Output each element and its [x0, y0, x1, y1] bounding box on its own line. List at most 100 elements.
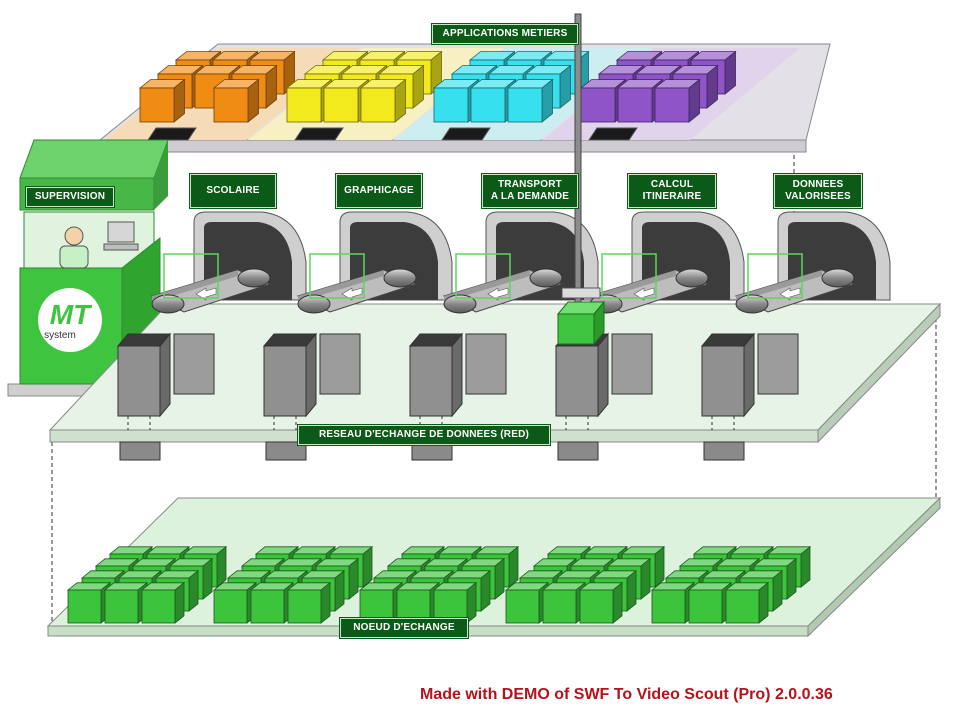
belt-roller [821, 268, 855, 288]
app-cube [212, 78, 260, 123]
application-modules [116, 211, 891, 461]
pillar [701, 345, 745, 417]
shelf-slot [441, 127, 491, 141]
module-label-graphicage: GRAPHICAGE [336, 174, 422, 208]
belt-arrow [341, 287, 363, 301]
node-group-2 [212, 545, 374, 624]
pillar-base [557, 441, 599, 461]
node-cube [504, 581, 550, 624]
green-frame [309, 253, 365, 299]
cube-group-2 [285, 50, 443, 123]
cube-group-1 [138, 50, 296, 123]
green-frame [163, 253, 219, 299]
module-label-scolaire: SCOLAIRE [190, 174, 276, 208]
module-machine-2 [262, 211, 453, 461]
pillar [117, 345, 161, 417]
pillar-side [159, 332, 171, 418]
belt-roller [735, 294, 769, 314]
pillar [757, 333, 799, 395]
logo-subtext: system [44, 330, 76, 341]
pillar [263, 345, 307, 417]
application-cubes [138, 50, 737, 123]
pillar-base [703, 441, 745, 461]
node-cube [358, 581, 404, 624]
node-cube [432, 581, 478, 624]
mt-system-logo: MT system [38, 288, 102, 352]
module-label-transport: TRANSPORT A LA DEMANDE [482, 174, 578, 208]
node-cubes [66, 545, 812, 624]
app-cube [653, 78, 701, 123]
shelf-slot [294, 127, 344, 141]
belt-roller [237, 268, 271, 288]
module-machine-5 [700, 211, 891, 461]
belt-arrow [633, 287, 655, 301]
module-label-calcul: CALCUL ITINERAIRE [628, 174, 716, 208]
node-cube [541, 581, 587, 624]
node-cube [724, 581, 770, 624]
belt-arrow [195, 287, 217, 301]
app-cube [138, 78, 186, 123]
pillar-side [305, 332, 317, 418]
belt-roller [297, 294, 331, 314]
pillar [319, 333, 361, 395]
belt-arrow [487, 287, 509, 301]
node-cube [212, 581, 258, 624]
green-frame [601, 253, 657, 299]
node-cube [249, 581, 295, 624]
app-cube [506, 78, 554, 123]
shelf-slot [147, 127, 197, 141]
belt-arrow [779, 287, 801, 301]
supervision-label: SUPERVISION [26, 187, 114, 207]
pillar [611, 333, 653, 395]
green-frame [747, 253, 803, 299]
node-cube [103, 581, 149, 624]
node-cube [395, 581, 441, 624]
belt-roller [151, 294, 185, 314]
belt-roller [529, 268, 563, 288]
shelf-slots [147, 127, 638, 141]
green-frame [455, 253, 511, 299]
cube-group-3 [432, 50, 590, 123]
network-label: RESEAU D'ECHANGE DE DONNEES (RED) [298, 425, 550, 445]
module-label-donnees: DONNEES VALORISEES [774, 174, 862, 208]
belt-roller [675, 268, 709, 288]
applications-metiers-label: APPLICATIONS METIERS [432, 24, 578, 44]
node-group-4 [504, 545, 666, 624]
belt-edge [152, 270, 238, 302]
belt-roller [443, 294, 477, 314]
pillar-base [119, 441, 161, 461]
pillar [465, 333, 507, 395]
node-cube [140, 581, 186, 624]
pillar [409, 345, 453, 417]
module-machine-1 [116, 211, 307, 461]
belt-edge [298, 270, 384, 302]
belt-roller [383, 268, 417, 288]
node-group-3 [358, 545, 520, 624]
belt-edge [590, 270, 676, 302]
module-machine-3 [408, 211, 599, 461]
pillar-side [597, 332, 609, 418]
node-cube [578, 581, 624, 624]
belt-edge [444, 270, 530, 302]
pillar-base [265, 441, 307, 461]
node-group-5 [650, 545, 812, 624]
node-cube [66, 581, 112, 624]
node-group-1 [66, 545, 228, 624]
belt-edge [736, 270, 822, 302]
pillar [173, 333, 215, 395]
watermark-text: Made with DEMO of SWF To Video Scout (Pr… [420, 686, 833, 703]
node-cube [286, 581, 332, 624]
moving-data-cube [556, 300, 606, 346]
pillar-side [451, 332, 463, 418]
node-cube [687, 581, 733, 624]
app-cube [359, 78, 407, 123]
pillar [555, 345, 599, 417]
cube-group-4 [579, 50, 737, 123]
node-cube [650, 581, 696, 624]
pillar-side [743, 332, 755, 418]
logo-text: MT [50, 299, 93, 330]
operator-figure [59, 221, 139, 269]
node-label: NOEUD D'ECHANGE [340, 618, 468, 638]
shelf-slot [588, 127, 638, 141]
